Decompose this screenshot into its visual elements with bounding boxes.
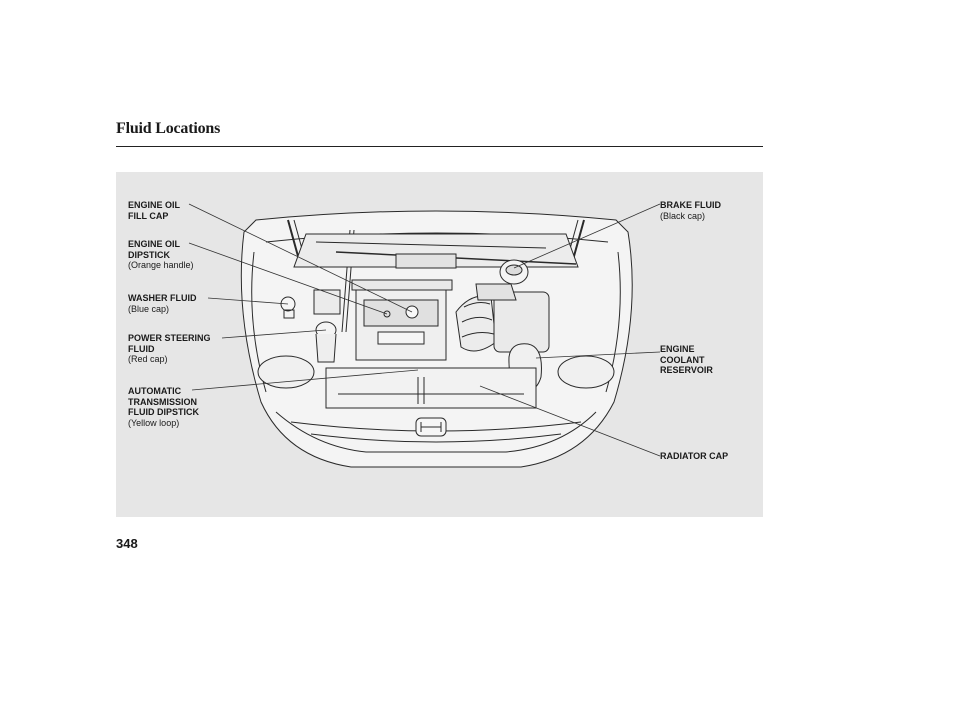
callout-engine-oil-fill-cap: ENGINE OIL FILL CAP bbox=[128, 200, 180, 221]
callout-radiator-cap-line1: RADIATOR CAP bbox=[660, 451, 729, 461]
washer-and-power-steering bbox=[280, 289, 341, 363]
page-title: Fluid Locations bbox=[116, 120, 221, 137]
callout-engine-coolant-reservoir-line1: ENGINE bbox=[660, 344, 695, 354]
callout-power-steering-fluid-line1: POWER STEERING bbox=[128, 333, 211, 343]
air-intake bbox=[455, 283, 550, 353]
callout-atf-dipstick-line3: FLUID DIPSTICK bbox=[128, 407, 199, 417]
callout-engine-oil-fill-cap-line1: ENGINE OIL bbox=[128, 200, 181, 210]
callout-power-steering-fluid: POWER STEERING FLUID (Red cap) bbox=[128, 333, 211, 365]
callout-power-steering-fluid-line2: FLUID bbox=[128, 343, 155, 354]
headlights bbox=[257, 355, 615, 389]
title-divider bbox=[116, 146, 763, 147]
callout-brake-fluid-line1: BRAKE FLUID bbox=[660, 200, 721, 210]
engine-bay-figure: ENGINE OIL FILL CAP ENGINE OIL DIPSTICK … bbox=[116, 172, 763, 517]
callout-atf-dipstick-line1: AUTOMATIC bbox=[128, 386, 182, 396]
callout-atf-dipstick-line2: TRANSMISSION bbox=[128, 396, 198, 407]
engine-bay-illustration bbox=[188, 203, 661, 468]
callout-engine-oil-dipstick-line2: DIPSTICK bbox=[128, 249, 171, 260]
callout-engine-coolant-reservoir-line2: COOLANT bbox=[660, 354, 705, 365]
callout-washer-fluid-sub: (Blue cap) bbox=[128, 303, 170, 314]
callout-brake-fluid: BRAKE FLUID (Black cap) bbox=[660, 200, 721, 221]
callout-engine-oil-dipstick-sub: (Orange handle) bbox=[128, 260, 194, 270]
callout-engine-oil-dipstick: ENGINE OIL DIPSTICK (Orange handle) bbox=[128, 239, 194, 271]
engine-block bbox=[351, 279, 453, 361]
cowl-panel bbox=[293, 233, 579, 269]
page-number: 348 bbox=[116, 536, 138, 551]
callout-atf-dipstick-sub: (Yellow loop) bbox=[128, 417, 180, 428]
callout-engine-oil-dipstick-line1: ENGINE OIL bbox=[128, 239, 181, 249]
callout-engine-coolant-reservoir-line3: RESERVOIR bbox=[660, 365, 713, 375]
callout-washer-fluid-line1: WASHER FLUID bbox=[128, 293, 197, 303]
callout-washer-fluid: WASHER FLUID (Blue cap) bbox=[128, 293, 197, 314]
callout-brake-fluid-sub: (Black cap) bbox=[660, 210, 706, 221]
callout-power-steering-fluid-sub: (Red cap) bbox=[128, 354, 168, 364]
callout-engine-oil-fill-cap-line2: FILL CAP bbox=[128, 210, 169, 221]
callout-engine-coolant-reservoir: ENGINE COOLANT RESERVOIR bbox=[660, 344, 713, 376]
front-grille bbox=[325, 367, 537, 437]
callout-radiator-cap: RADIATOR CAP bbox=[660, 451, 728, 462]
brake-fluid-reservoir bbox=[499, 259, 529, 285]
callout-leader-lines bbox=[188, 203, 661, 457]
callout-automatic-transmission-fluid-dipstick: AUTOMATIC TRANSMISSION FLUID DIPSTICK (Y… bbox=[128, 386, 199, 428]
